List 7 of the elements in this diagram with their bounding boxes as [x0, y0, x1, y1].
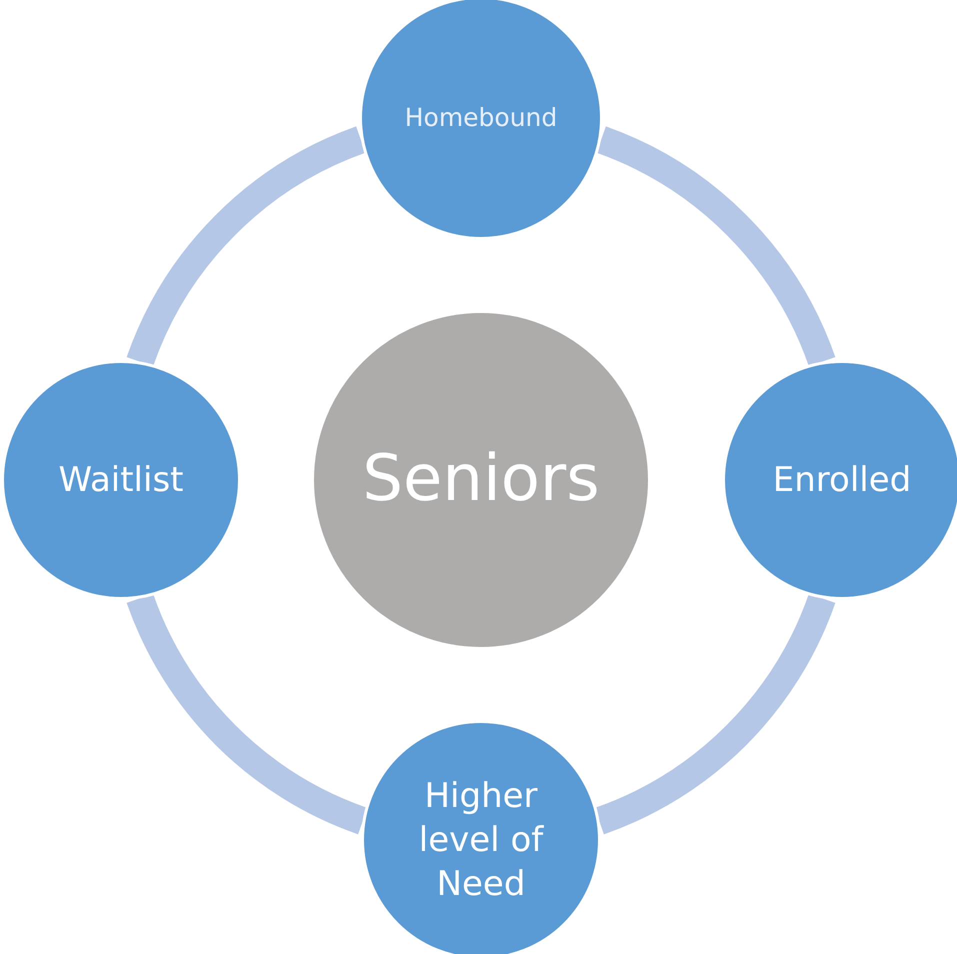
ring-connector — [127, 126, 366, 368]
node-label: Waitlist — [58, 458, 184, 502]
node-label: Seniors — [362, 441, 600, 518]
node-label: Higher level of Need — [418, 774, 545, 906]
node-label: Enrolled — [772, 458, 912, 502]
ring-connector — [596, 126, 835, 368]
node-label: Homebound — [404, 102, 558, 134]
